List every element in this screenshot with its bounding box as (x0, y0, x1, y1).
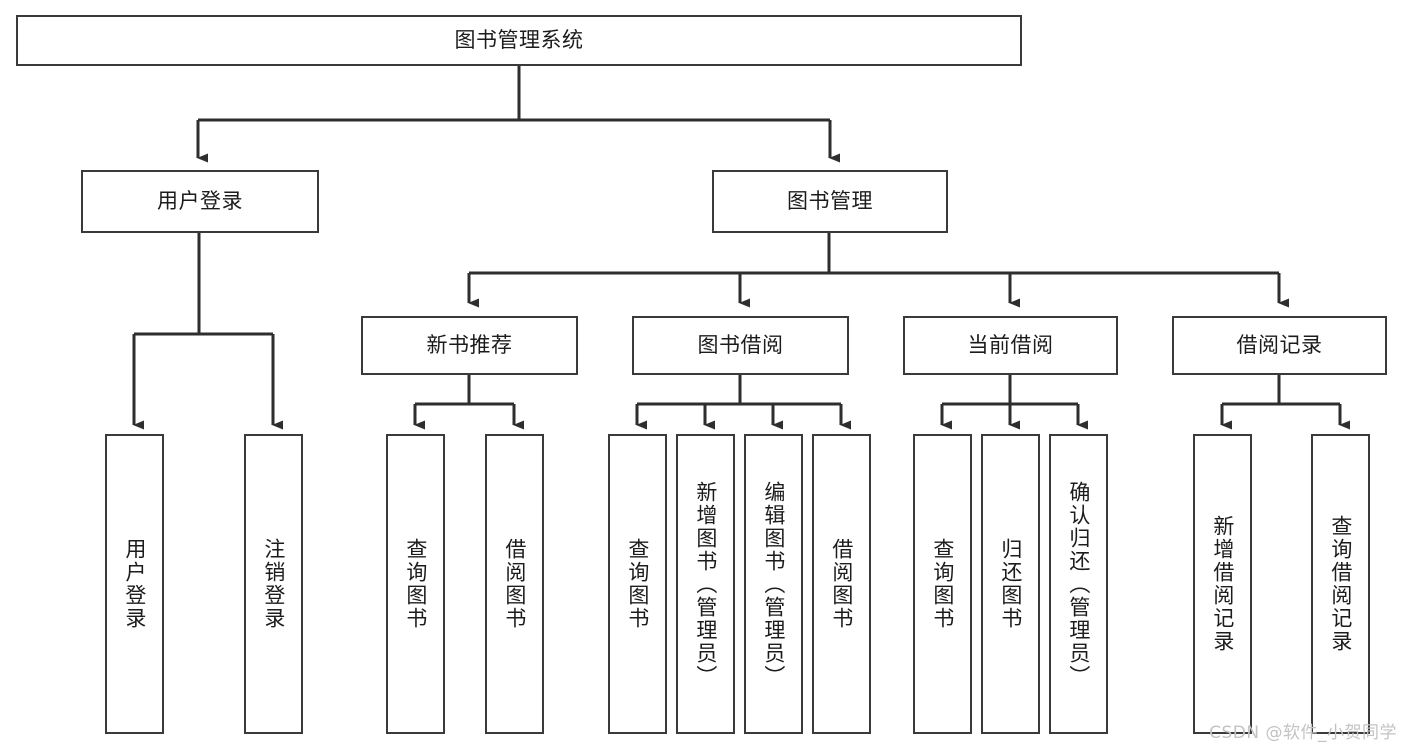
node-borrow-record-label: 借阅记录 (1236, 333, 1323, 358)
node-leaf-query-record[interactable]: 查询借阅记录 (1311, 434, 1370, 734)
node-leaf-add-record[interactable]: 新增借阅记录 (1193, 434, 1252, 734)
node-leaf-query-book-3-label: 查询图书 (930, 538, 955, 630)
node-leaf-return-book-label: 归还图书 (998, 538, 1023, 630)
node-leaf-user-logout[interactable]: 注销登录 (244, 434, 303, 734)
node-new-book-recommend[interactable]: 新书推荐 (361, 316, 578, 375)
node-leaf-user-logout-label: 注销登录 (261, 538, 286, 630)
node-leaf-user-login-label: 用户登录 (122, 538, 147, 630)
node-leaf-borrow-book-2-label: 借阅图书 (829, 538, 854, 630)
node-current-borrow-label: 当前借阅 (967, 333, 1054, 358)
node-root-label: 图书管理系统 (454, 28, 584, 53)
node-leaf-add-book[interactable]: 新增图书（管理员） (676, 434, 735, 734)
node-leaf-return-book[interactable]: 归还图书 (981, 434, 1040, 734)
node-borrow-record[interactable]: 借阅记录 (1172, 316, 1387, 375)
csdn-watermark: CSDN @软件_小贺同学 (1209, 723, 1397, 743)
node-book-borrow[interactable]: 图书借阅 (632, 316, 849, 375)
node-leaf-query-book-1[interactable]: 查询图书 (386, 434, 445, 734)
node-leaf-confirm-return-label: 确认归还（管理员） (1066, 480, 1091, 688)
node-leaf-user-login[interactable]: 用户登录 (105, 434, 164, 734)
node-leaf-confirm-return[interactable]: 确认归还（管理员） (1049, 434, 1108, 734)
node-root[interactable]: 图书管理系统 (16, 15, 1022, 66)
node-leaf-query-book-3[interactable]: 查询图书 (913, 434, 972, 734)
node-user-login-label: 用户登录 (157, 189, 243, 214)
node-book-manage[interactable]: 图书管理 (712, 170, 948, 233)
node-book-borrow-label: 图书借阅 (697, 333, 784, 358)
node-leaf-query-book-2-label: 查询图书 (625, 538, 650, 630)
node-leaf-add-record-label: 新增借阅记录 (1210, 515, 1235, 653)
node-leaf-borrow-book-1[interactable]: 借阅图书 (485, 434, 544, 734)
node-leaf-borrow-book-2[interactable]: 借阅图书 (812, 434, 871, 734)
node-leaf-query-book-2[interactable]: 查询图书 (608, 434, 667, 734)
node-leaf-edit-book-label: 编辑图书（管理员） (761, 480, 786, 688)
node-current-borrow[interactable]: 当前借阅 (903, 316, 1118, 375)
node-leaf-query-book-1-label: 查询图书 (403, 538, 428, 630)
node-leaf-edit-book[interactable]: 编辑图书（管理员） (744, 434, 803, 734)
node-new-book-recommend-label: 新书推荐 (426, 333, 513, 358)
node-leaf-query-record-label: 查询借阅记录 (1328, 515, 1353, 653)
node-leaf-borrow-book-1-label: 借阅图书 (502, 538, 527, 630)
node-leaf-add-book-label: 新增图书（管理员） (693, 480, 718, 688)
node-user-login[interactable]: 用户登录 (81, 170, 319, 233)
node-book-manage-label: 图书管理 (787, 189, 873, 214)
